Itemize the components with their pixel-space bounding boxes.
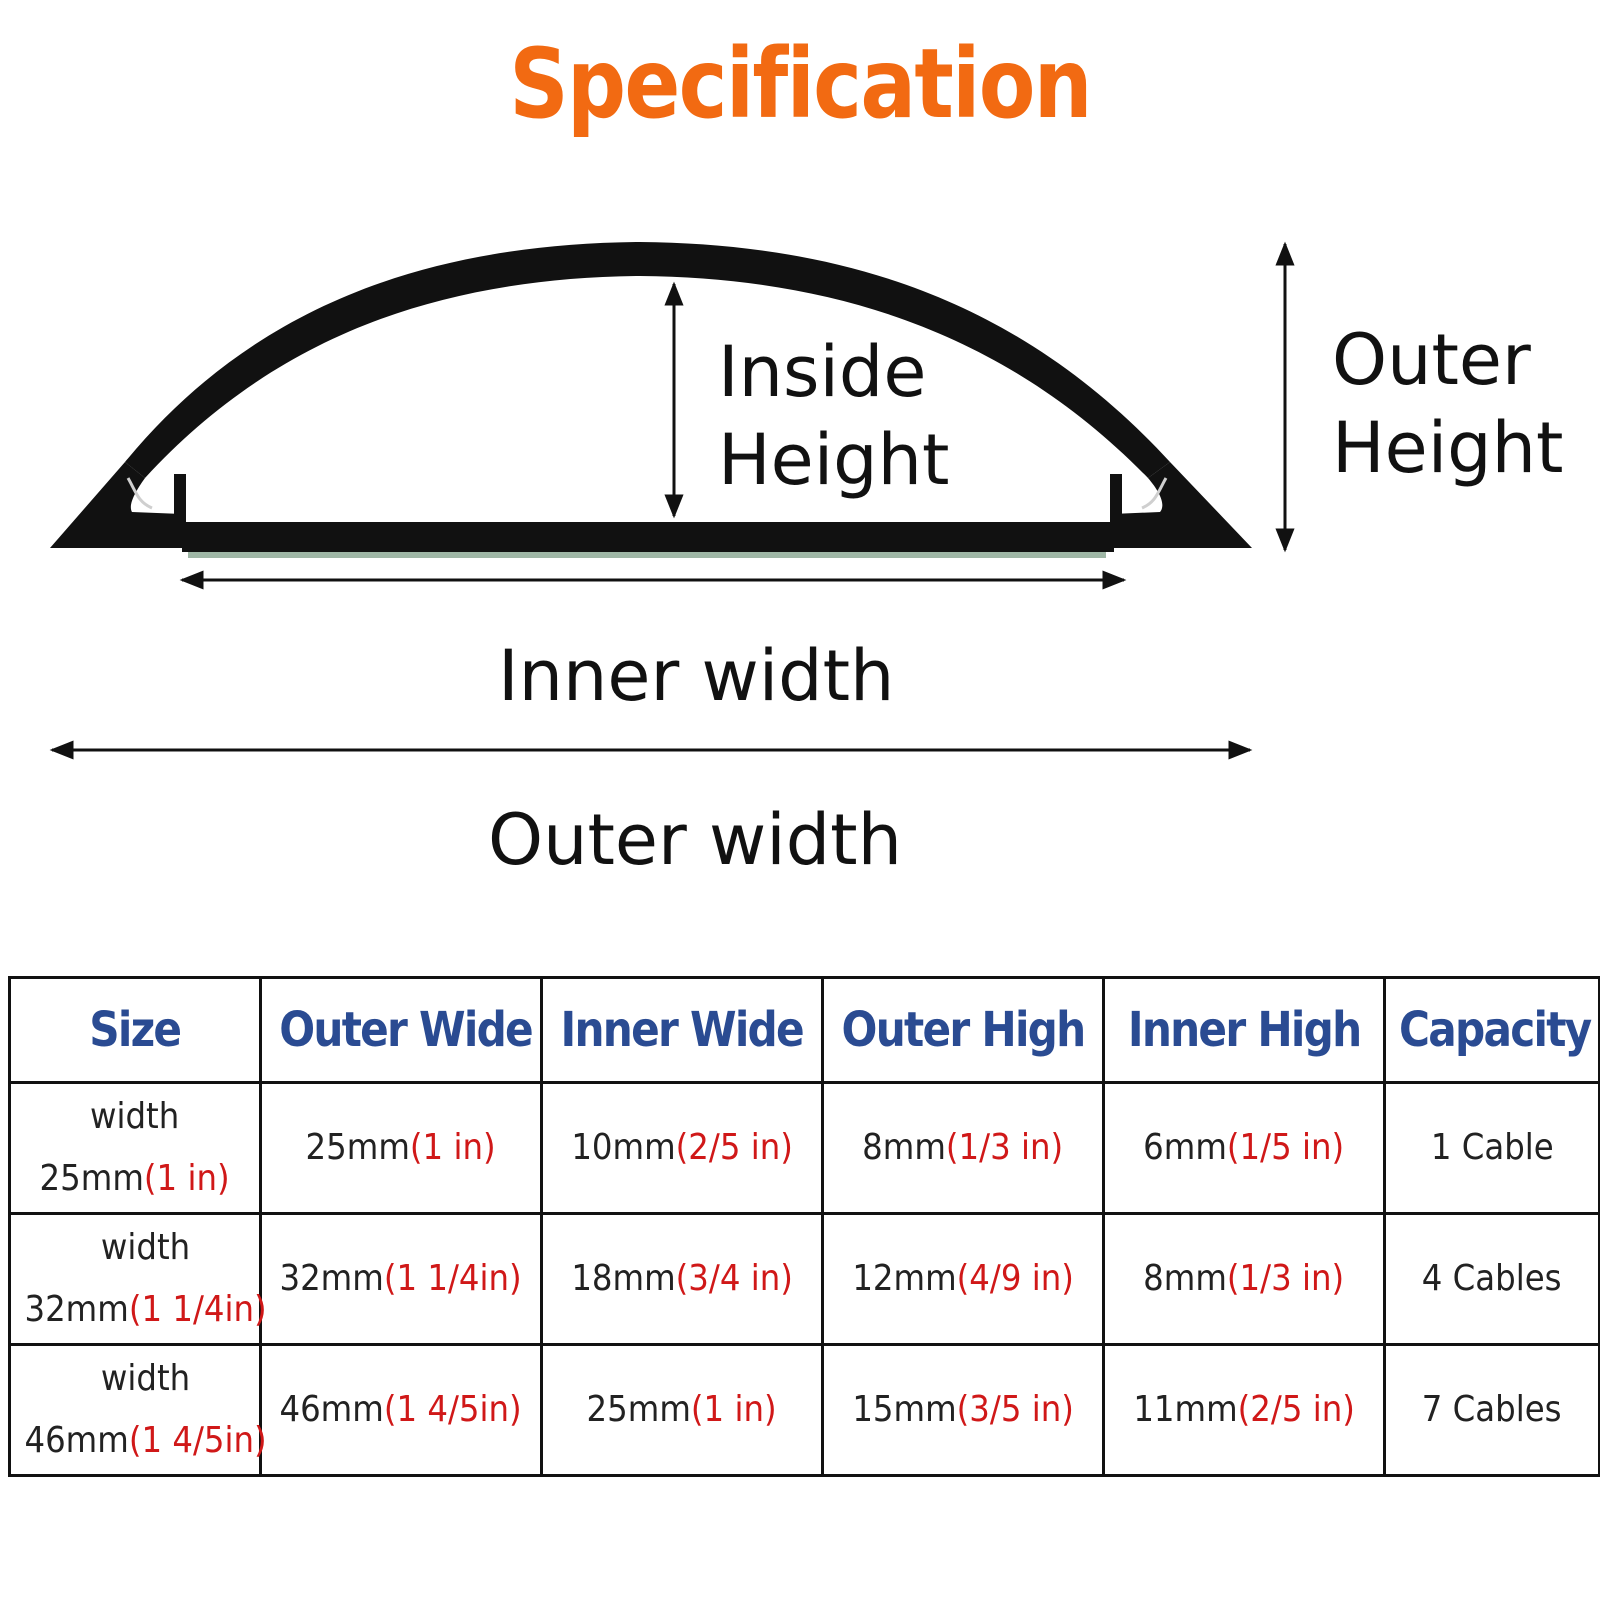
- outer-height-label: Outer Height: [1332, 319, 1564, 489]
- header-size: Size: [8, 976, 262, 1084]
- profile-shape: [50, 242, 1252, 552]
- inner-high-cell: 11mm(2/5 in): [1102, 1343, 1386, 1477]
- capacity-cell: 4 Cables: [1383, 1212, 1600, 1346]
- header-capacity: Capacity: [1383, 976, 1600, 1084]
- header-inner-high: Inner High: [1102, 976, 1386, 1084]
- specification-table: Size Outer Wide Inner Wide Outer High In…: [8, 976, 1600, 1477]
- capacity-cell: 7 Cables: [1383, 1343, 1600, 1477]
- outer-width-label: Outer width: [488, 799, 902, 881]
- capacity-cell: 1 Cable: [1383, 1081, 1600, 1215]
- adhesive-strip: [188, 552, 1106, 558]
- inner-width-label: Inner width: [498, 635, 895, 717]
- inner-high-cell: 6mm(1/5 in): [1102, 1081, 1386, 1215]
- header-inner-wide: Inner Wide: [540, 976, 824, 1084]
- inner-wide-cell: 10mm(2/5 in): [540, 1081, 824, 1215]
- outer-wide-cell: 25mm(1 in): [259, 1081, 543, 1215]
- outer-high-cell: 15mm(3/5 in): [821, 1343, 1105, 1477]
- inside-height-label: Inside Height: [718, 331, 950, 501]
- table-header-row: Size Outer Wide Inner Wide Outer High In…: [8, 976, 1600, 1084]
- left-clip-highlight: [126, 477, 153, 510]
- inner-high-cell: 8mm(1/3 in): [1102, 1212, 1386, 1346]
- header-outer-wide: Outer Wide: [259, 976, 543, 1084]
- outer-high-cell: 8mm(1/3 in): [821, 1081, 1105, 1215]
- inner-wide-cell: 18mm(3/4 in): [540, 1212, 824, 1346]
- right-clip-highlight: [1141, 477, 1168, 510]
- outer-wide-cell: 46mm(1 4/5in): [259, 1343, 543, 1477]
- outer-wide-cell: 32mm(1 1/4in): [259, 1212, 543, 1346]
- outer-high-cell: 12mm(4/9 in): [821, 1212, 1105, 1346]
- cable-cover-profile-diagram: [49, 241, 1295, 760]
- header-outer-high: Outer High: [821, 976, 1105, 1084]
- inner-wide-cell: 25mm(1 in): [540, 1343, 824, 1477]
- page-title: Specification: [509, 28, 1092, 140]
